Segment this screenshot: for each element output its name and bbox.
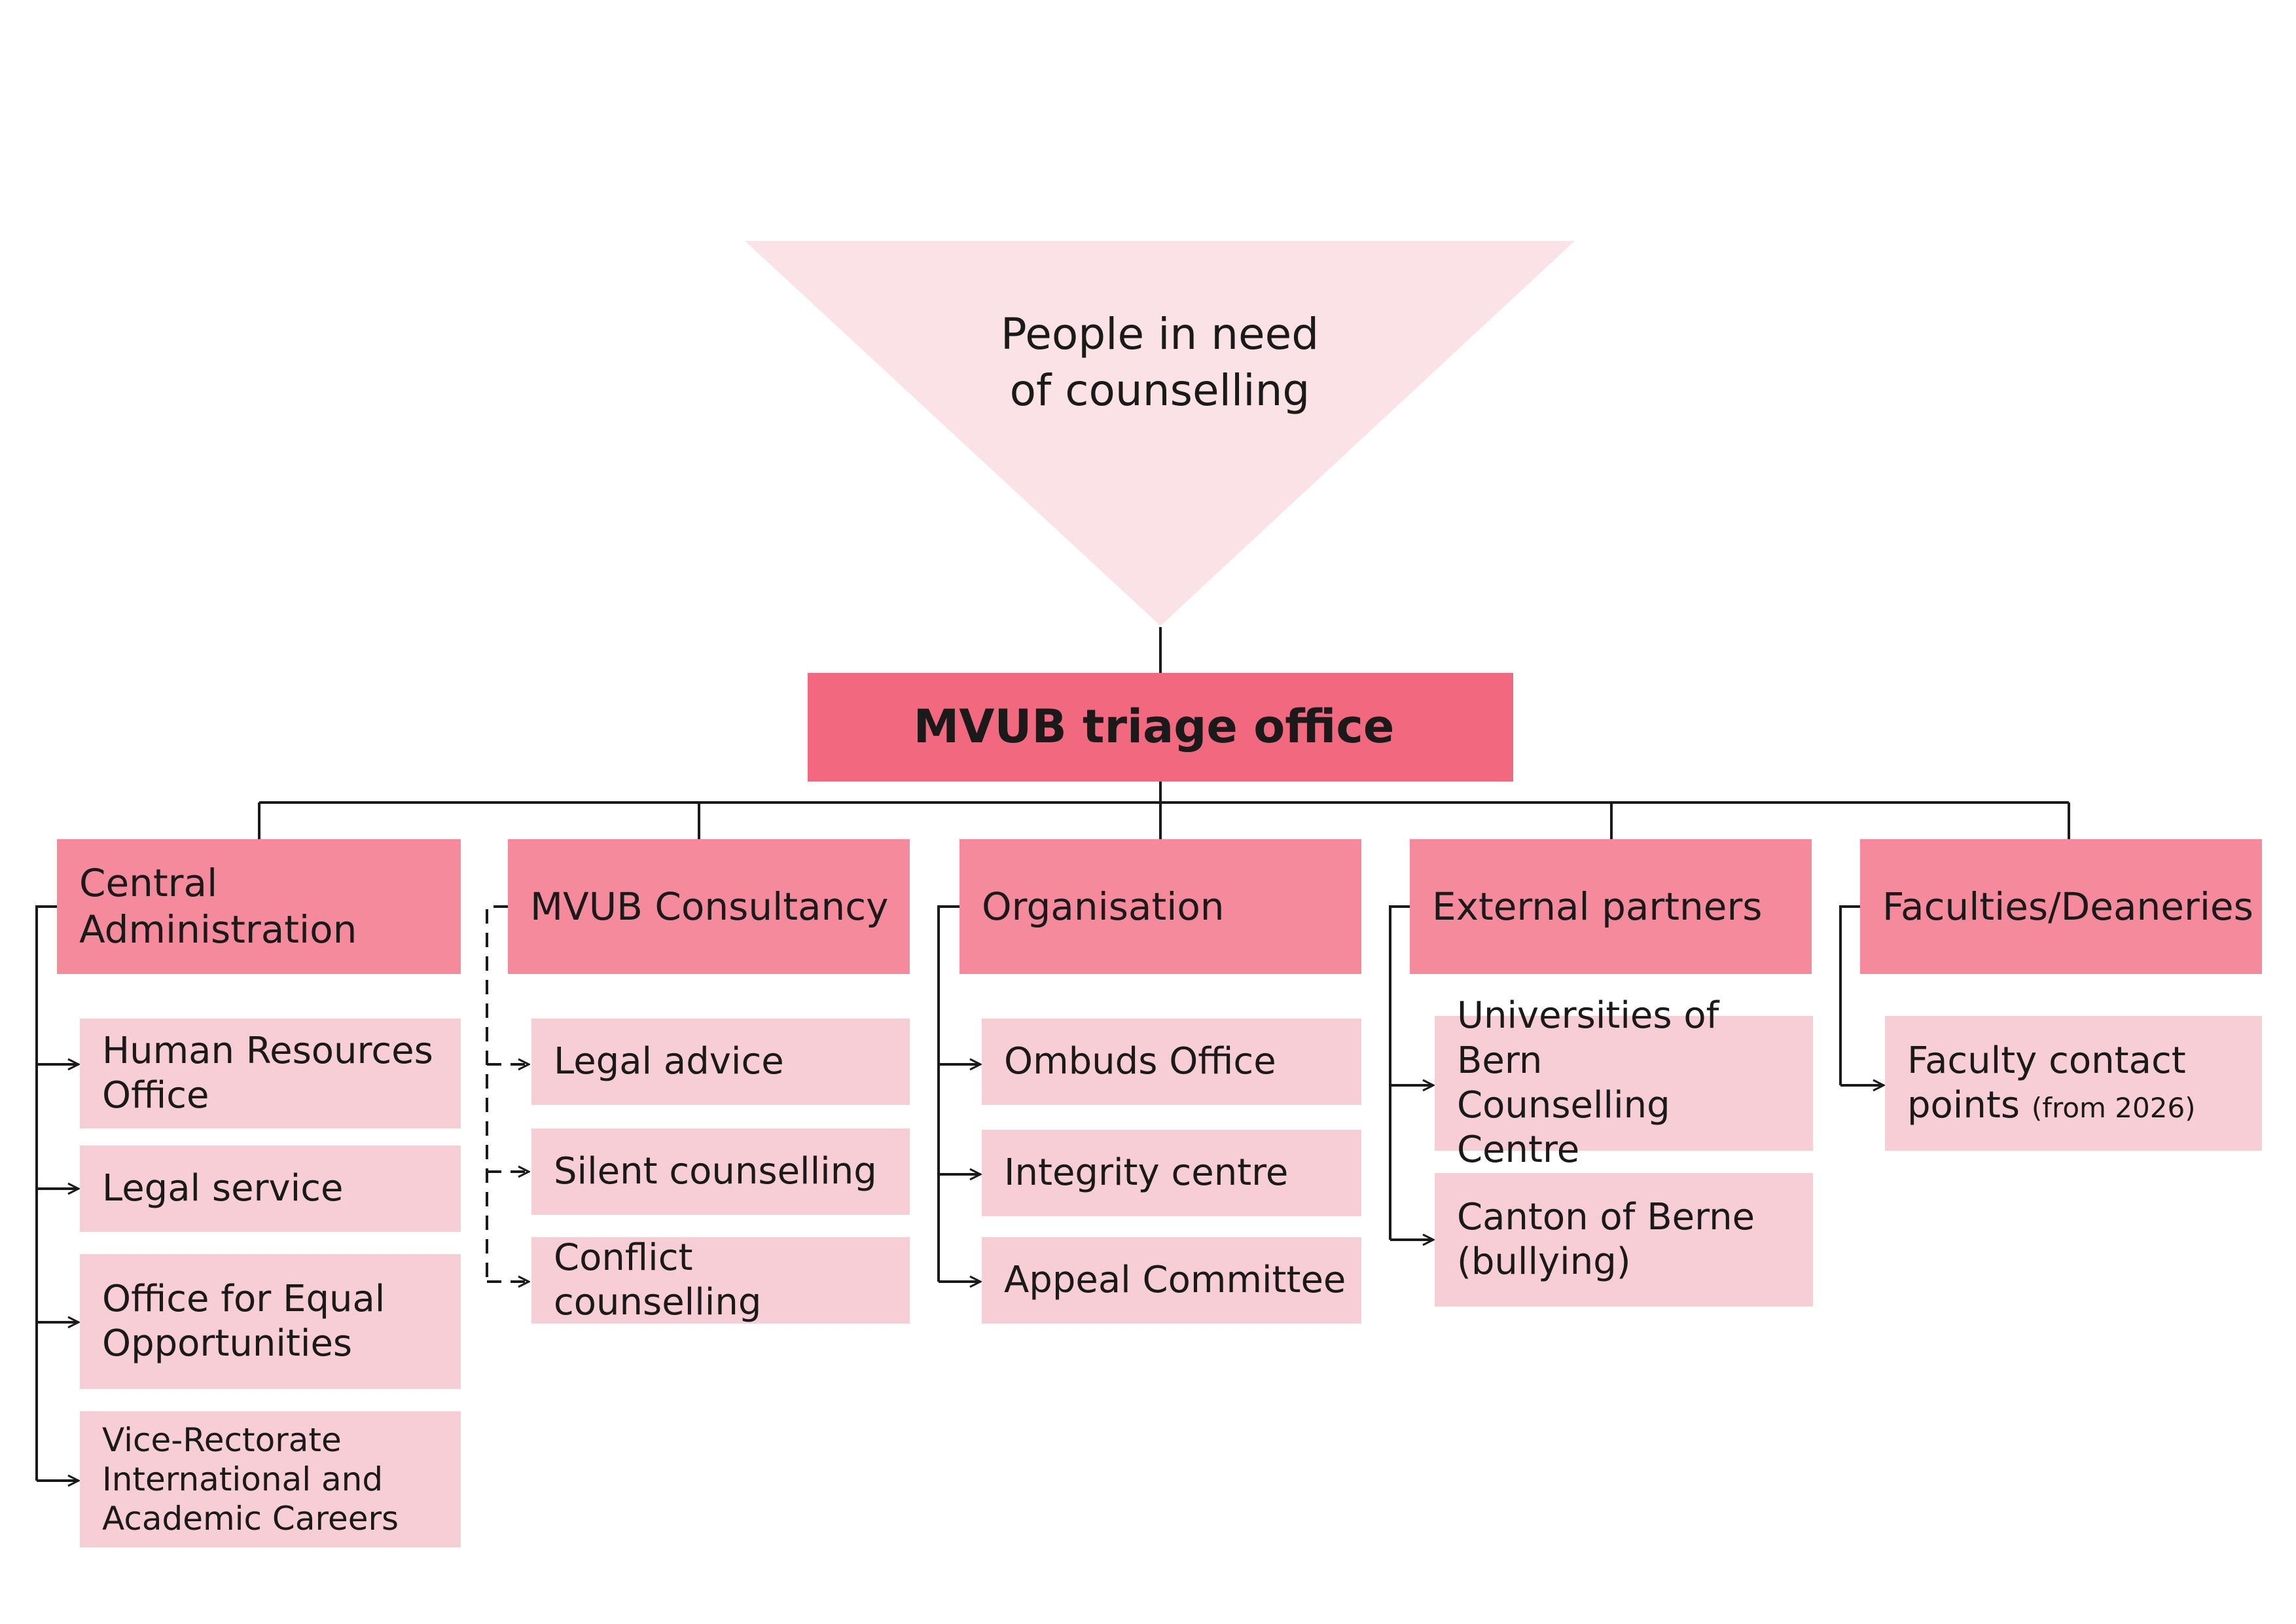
category-label-line1: External partners <box>1432 884 1763 929</box>
organisation-tree <box>937 905 960 1282</box>
leaf-ombuds-office: Ombuds Office <box>982 1019 1361 1105</box>
leaf-label-line2: Opportunities <box>102 1322 353 1365</box>
leaf-canton-of-berne: Canton of Berne (bullying) <box>1435 1173 1813 1307</box>
people-triangle <box>745 241 1575 626</box>
people-in-need-label: People in need of counselling <box>898 306 1422 419</box>
leaf-label-line1: Silent counselling <box>554 1149 877 1193</box>
category-label-line1: Organisation <box>982 884 1225 929</box>
leaf-label-line1: Appeal Committee <box>1004 1258 1346 1301</box>
leaf-note: (from 2026) <box>2031 1092 2196 1124</box>
leaf-label-line2: Counselling Centre <box>1457 1084 1670 1172</box>
leaf-legal-service: Legal service <box>80 1146 461 1232</box>
leaf-human-resources-office: Human Resources Office <box>80 1019 461 1128</box>
leaf-faculty-contact-points: Faculty contact points (from 2026) <box>1885 1016 2262 1151</box>
leaf-legal-advice: Legal advice <box>531 1019 910 1105</box>
leaf-conflict-counselling: Conflict counselling <box>531 1236 910 1324</box>
leaf-label-line1: Canton of Berne <box>1457 1195 1755 1238</box>
leaf-label-line3: Academic Careers <box>102 1500 399 1538</box>
leaf-label-line1: Ombuds Office <box>1004 1039 1276 1083</box>
category-label-line2: Administration <box>79 907 357 952</box>
leaf-silent-counselling: Silent counselling <box>531 1128 910 1215</box>
category-label-line1: Faculties/Deaneries <box>1882 884 2253 929</box>
leaf-label-line2: International and <box>102 1460 384 1498</box>
category-organisation: Organisation <box>960 839 1361 974</box>
category-faculties-deaneries: Faculties/Deaneries <box>1860 839 2262 974</box>
triage-office-label: MVUB triage office <box>913 700 1395 754</box>
leaf-label-line1: Legal advice <box>554 1039 784 1083</box>
category-label-line1: Central <box>79 861 218 906</box>
people-in-need-line1: People in need <box>1000 309 1319 359</box>
leaf-integrity-centre: Integrity centre <box>982 1130 1361 1216</box>
leaf-label-line1: Integrity centre <box>1004 1151 1289 1194</box>
leaf-label-line1: Vice-Rectorate <box>102 1421 342 1459</box>
category-mvub-consultancy: MVUB Consultancy <box>508 839 910 974</box>
category-label-line1: MVUB Consultancy <box>530 884 889 929</box>
leaf-label-line1: Human Resources <box>102 1029 433 1072</box>
category-central-administration: Central Administration <box>57 839 461 974</box>
leaf-label-line2: (bullying) <box>1457 1240 1631 1283</box>
faculties-tree <box>1839 905 1860 1085</box>
leaf-label-line1: Legal service <box>102 1166 344 1210</box>
leaf-label-line2: Office <box>102 1074 209 1117</box>
leaf-universities-counselling-centre: Universities of Bern Counselling Centre <box>1435 994 1813 1171</box>
external-partners-tree <box>1389 905 1410 1240</box>
category-external-partners: External partners <box>1410 839 1812 974</box>
leaf-label-line1: Universities of Bern <box>1457 994 1719 1082</box>
consultancy-tree <box>486 905 508 1282</box>
leaf-label-line2: points <box>1907 1084 2020 1127</box>
leaf-label-line1: Faculty contact <box>1907 1039 2186 1082</box>
leaf-label-line1: Conflict counselling <box>554 1236 762 1324</box>
leaf-appeal-committee: Appeal Committee <box>982 1237 1361 1324</box>
leaf-label-line1: Office for Equal <box>102 1277 386 1320</box>
leaf-vice-rectorate: Vice-Rectorate International and Academi… <box>80 1411 461 1547</box>
triage-office-box: MVUB triage office <box>808 673 1513 782</box>
leaf-office-for-equal-opportunities: Office for Equal Opportunities <box>80 1254 461 1389</box>
leaf-label-line2-wrap: points (from 2026) <box>1907 1083 2196 1128</box>
people-in-need-line2: of counselling <box>1009 365 1310 416</box>
central-admin-tree <box>35 905 57 1481</box>
